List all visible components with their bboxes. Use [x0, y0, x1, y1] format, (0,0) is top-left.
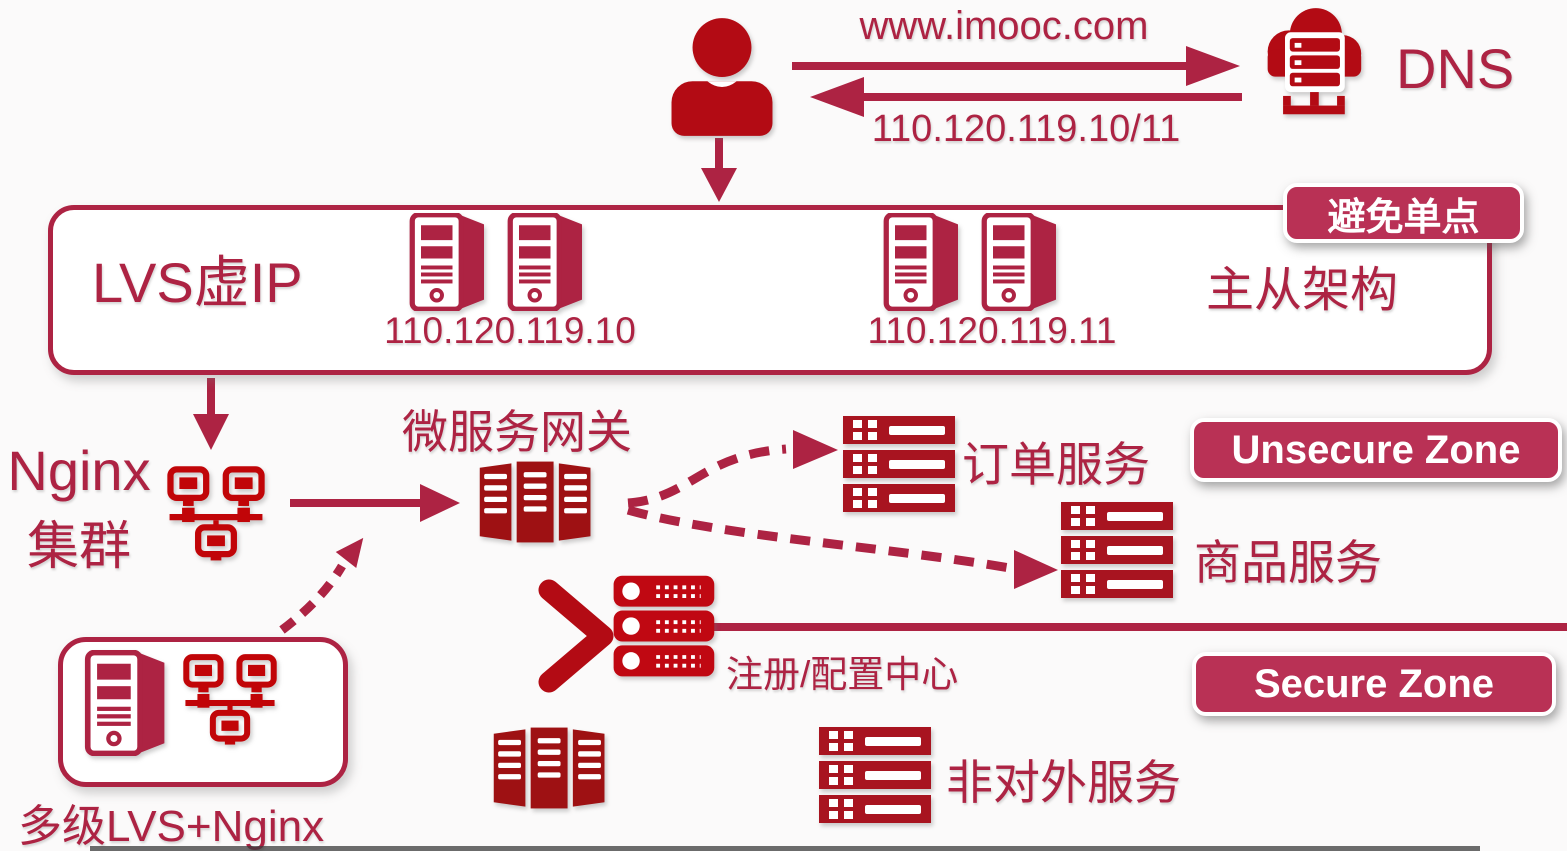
internal-service-icon [818, 727, 932, 823]
product-service-icon [1060, 502, 1174, 598]
cluster-icon [182, 652, 278, 748]
product-service-label: 商品服务 [1194, 536, 1382, 589]
dns-cloud-icon [1258, 0, 1366, 134]
nginx-label-line1: Nginx [7, 439, 151, 502]
avoid-single-point-badge: 避免单点 [1283, 183, 1524, 243]
tower-server-icon [84, 650, 170, 756]
tower-server-icon [504, 213, 590, 311]
registry-label: 注册/配置中心 [726, 654, 959, 695]
lvs-ip-left-label: 110.120.119.10 [384, 310, 636, 351]
lvs-ip-right-label: 110.120.119.11 [867, 310, 1117, 351]
resolved-ip-label: 110.120.119.10/11 [871, 108, 1181, 150]
master-slave-label: 主从架构 [1206, 264, 1399, 317]
gateway-to-order-dashed-line [627, 444, 787, 508]
multilvs-label: 多级LVS+Nginx [18, 802, 325, 851]
multilvs-to-gateway-arrowhead [335, 537, 364, 569]
gateway-rack-icon [478, 460, 594, 544]
user-icon [666, 16, 778, 138]
request-arrow [792, 46, 1240, 86]
dns-label: DNS [1396, 37, 1515, 100]
order-service-label: 订单服务 [962, 438, 1150, 491]
nginx-cluster-icon [166, 464, 266, 564]
tower-server-icon [880, 213, 966, 311]
multilvs-to-gateway-dashed-line [279, 563, 346, 634]
order-service-icon [842, 416, 956, 512]
unsecure-zone-badge: Unsecure Zone [1190, 418, 1562, 482]
registry-server-icon [602, 572, 722, 682]
domain-label: www.imooc.com [859, 4, 1149, 48]
gateway-to-product-arrowhead [1014, 550, 1058, 589]
nginx-label-line2: 集群 [26, 518, 131, 576]
gateway-to-product-dashed-line [626, 505, 1011, 573]
lvs-box [48, 205, 1492, 375]
tower-server-icon [406, 213, 492, 311]
gateway-label: 微服务网关 [402, 406, 632, 458]
gateway-to-order-arrowhead [793, 430, 838, 469]
bottom-edge-line [90, 846, 1480, 851]
tower-server-icon [978, 213, 1064, 311]
nginx-to-gateway-arrow [290, 484, 460, 522]
user-to-lvs-arrow [701, 138, 737, 202]
internal-service-label: 非对外服务 [946, 756, 1181, 809]
internal-gateway-rack-icon [492, 726, 608, 810]
secure-zone-badge: Secure Zone [1192, 652, 1556, 716]
lvs-to-nginx-arrow [193, 378, 229, 450]
lvs-vip-label: LVS虚IP [92, 251, 303, 314]
registry-bus-line [640, 623, 1567, 631]
registry-chevron-icon [538, 579, 614, 693]
